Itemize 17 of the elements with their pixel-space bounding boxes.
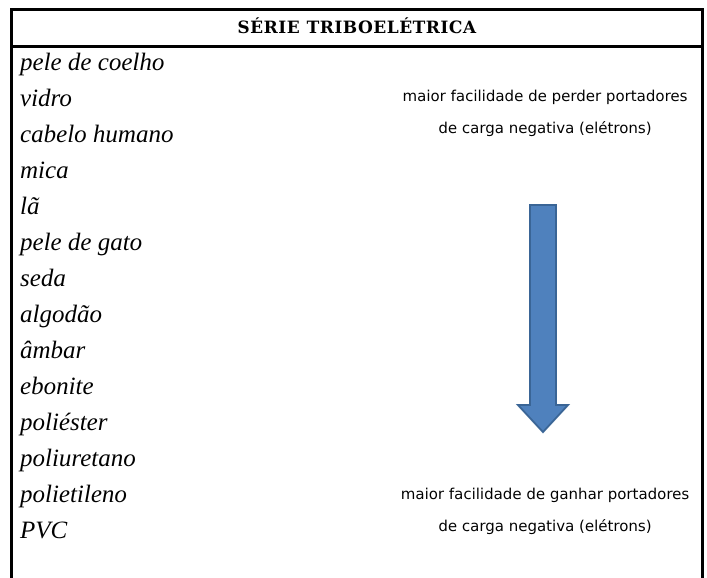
- material-name: lã: [20, 192, 40, 222]
- material-name: algodão: [20, 300, 102, 330]
- material-name: ebonite: [20, 372, 94, 402]
- material-name: poliuretano: [20, 444, 136, 474]
- series-note: maior facilidade de perder portadores de carga negativa (elétrons): [402, 86, 688, 139]
- material-name: poliéster: [20, 408, 108, 438]
- material-name: pele de coelho: [20, 48, 164, 78]
- material-name: âmbar: [20, 336, 86, 366]
- table-title: SÉRIE TRIBOELÉTRICA: [237, 18, 477, 38]
- material-name: PVC: [20, 516, 68, 546]
- material-name: vidro: [20, 84, 72, 114]
- material-name: mica: [20, 156, 69, 186]
- material-name: cabelo humano: [20, 120, 174, 150]
- material-name: pele de gato: [20, 228, 142, 258]
- material-name: polietileno: [20, 480, 127, 510]
- material-name: seda: [20, 264, 66, 294]
- series-note: maior facilidade de ganhar portadores de carga negativa (elétrons): [400, 484, 690, 537]
